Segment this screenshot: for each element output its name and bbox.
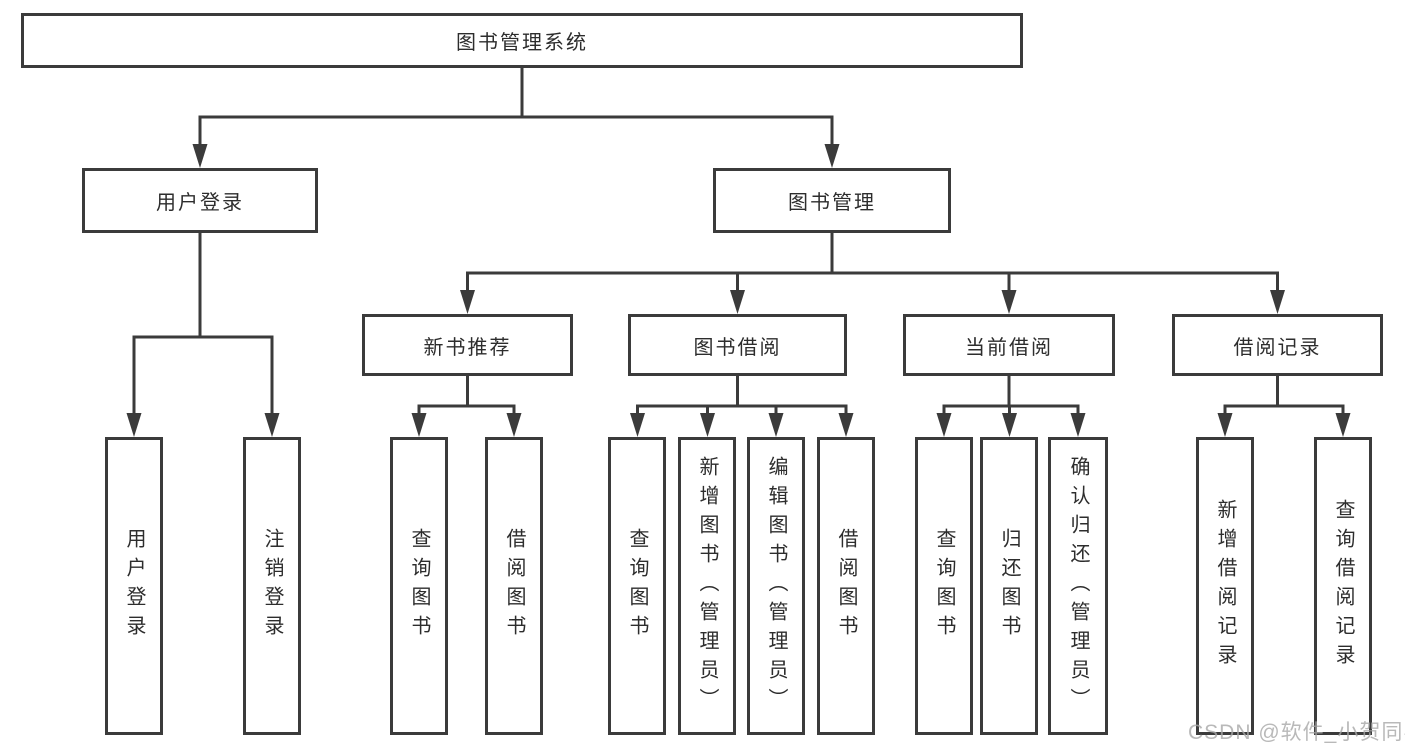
leaf-borrow-books-recommend-label: 借阅图书 xyxy=(503,528,525,644)
leaf-query-books-borrow: 查询图书 xyxy=(608,437,666,735)
leaf-query-books-current: 查询图书 xyxy=(915,437,973,735)
leaf-user-login: 用户登录 xyxy=(105,437,163,735)
node-user-login: 用户登录 xyxy=(82,168,318,233)
connector-new-book-rec-to-leaves xyxy=(411,374,522,437)
node-root-system: 图书管理系统 xyxy=(21,13,1023,68)
node-user-login-label: 用户登录 xyxy=(156,192,244,214)
node-book-management: 图书管理 xyxy=(713,168,951,233)
connector-book-borrow-to-leaves xyxy=(630,374,854,437)
leaf-return-books: 归还图书 xyxy=(980,437,1038,735)
leaf-add-books-admin-label: 新增图书（管理员） xyxy=(696,455,718,717)
leaf-query-books-recommend: 查询图书 xyxy=(390,437,448,735)
leaf-confirm-return-admin-label: 确认归还（管理员） xyxy=(1067,455,1089,717)
node-borrow-records-label: 借阅记录 xyxy=(1233,336,1322,359)
leaf-add-books-admin: 新增图书（管理员） xyxy=(678,437,736,735)
leaf-borrow-books-recommend: 借阅图书 xyxy=(485,437,543,735)
connector-current-borrow-to-leaves xyxy=(936,374,1086,437)
leaf-borrow-books-label: 借阅图书 xyxy=(835,528,857,644)
leaf-edit-books-admin-label: 编辑图书（管理员） xyxy=(765,455,787,717)
leaf-query-borrow-record: 查询借阅记录 xyxy=(1314,437,1372,735)
node-root-label: 图书管理系统 xyxy=(456,32,588,54)
leaf-borrow-books: 借阅图书 xyxy=(817,437,875,735)
leaf-edit-books-admin: 编辑图书（管理员） xyxy=(747,437,805,735)
node-book-borrow: 图书借阅 xyxy=(628,314,847,376)
leaf-query-borrow-record-label: 查询借阅记录 xyxy=(1332,499,1354,673)
csdn-watermark: CSDN @软件_小贺同学 xyxy=(1188,721,1405,744)
leaf-query-books-current-label: 查询图书 xyxy=(933,528,955,644)
node-borrow-records: 借阅记录 xyxy=(1172,314,1383,376)
leaf-user-login-label: 用户登录 xyxy=(123,528,145,644)
leaf-add-borrow-record: 新增借阅记录 xyxy=(1196,437,1254,735)
node-new-book-recommend: 新书推荐 xyxy=(362,314,573,376)
connector-book-mgmt-to-level3 xyxy=(460,231,1285,314)
node-book-management-label: 图书管理 xyxy=(788,192,876,214)
leaf-confirm-return-admin: 确认归还（管理员） xyxy=(1048,437,1108,735)
connector-root-to-level2 xyxy=(192,66,840,168)
node-new-book-recommend-label: 新书推荐 xyxy=(423,336,512,359)
leaf-logout-label: 注销登录 xyxy=(261,528,283,644)
leaf-return-books-label: 归还图书 xyxy=(998,528,1020,644)
leaf-query-books-recommend-label: 查询图书 xyxy=(408,528,430,644)
leaf-add-borrow-record-label: 新增借阅记录 xyxy=(1214,499,1236,673)
node-current-borrow: 当前借阅 xyxy=(903,314,1115,376)
node-current-borrow-label: 当前借阅 xyxy=(965,336,1053,359)
node-book-borrow-label: 图书借阅 xyxy=(693,336,782,359)
leaf-query-books-borrow-label: 查询图书 xyxy=(626,528,648,644)
connector-borrow-records-to-leaves xyxy=(1217,374,1351,437)
leaf-logout: 注销登录 xyxy=(243,437,301,735)
connector-user-login-to-leaves xyxy=(126,231,280,437)
